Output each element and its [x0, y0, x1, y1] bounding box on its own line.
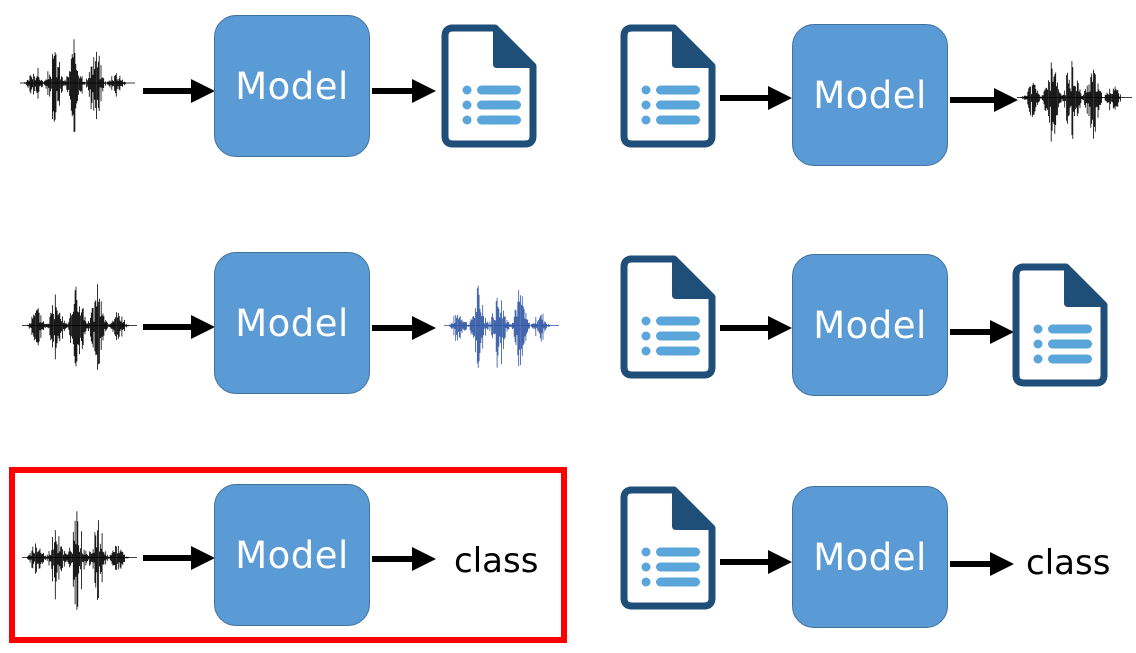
arrow-icon: [143, 79, 215, 103]
processed-audio-waveform-icon: [444, 285, 559, 368]
arrow-icon: [372, 316, 436, 340]
audio-waveform-icon: [22, 511, 137, 610]
arrow-icon: [372, 547, 436, 571]
model-label: Model: [813, 535, 927, 579]
arrow-icon: [143, 546, 215, 570]
arrow-icon: [720, 86, 792, 110]
class-label: class: [454, 541, 539, 581]
arrow-icon: [950, 88, 1018, 112]
model-label: Model: [235, 301, 349, 345]
model-label: Model: [235, 64, 349, 108]
arrow-icon: [720, 550, 792, 574]
document-icon: [620, 24, 716, 148]
model-box: Model: [792, 254, 948, 396]
model-label: Model: [813, 73, 927, 117]
model-label: Model: [235, 533, 349, 577]
model-box: Model: [792, 486, 948, 628]
audio-waveform-icon: [20, 39, 135, 133]
model-box: Model: [792, 24, 948, 166]
model-box: Model: [214, 252, 370, 394]
class-label: class: [1026, 543, 1111, 583]
audio-waveform-icon: [1017, 61, 1132, 142]
audio-waveform-icon: [22, 284, 137, 370]
document-icon: [1012, 263, 1108, 387]
model-box: Model: [214, 484, 370, 626]
highlight-frame: [9, 467, 567, 643]
document-icon: [620, 255, 716, 379]
arrow-icon: [950, 552, 1014, 576]
document-icon: [441, 24, 537, 148]
model-box: Model: [214, 15, 370, 157]
model-label: Model: [813, 303, 927, 347]
arrow-icon: [372, 79, 436, 103]
arrow-icon: [720, 316, 792, 340]
document-icon: [620, 486, 716, 610]
arrow-icon: [950, 320, 1014, 344]
arrow-icon: [143, 315, 215, 339]
